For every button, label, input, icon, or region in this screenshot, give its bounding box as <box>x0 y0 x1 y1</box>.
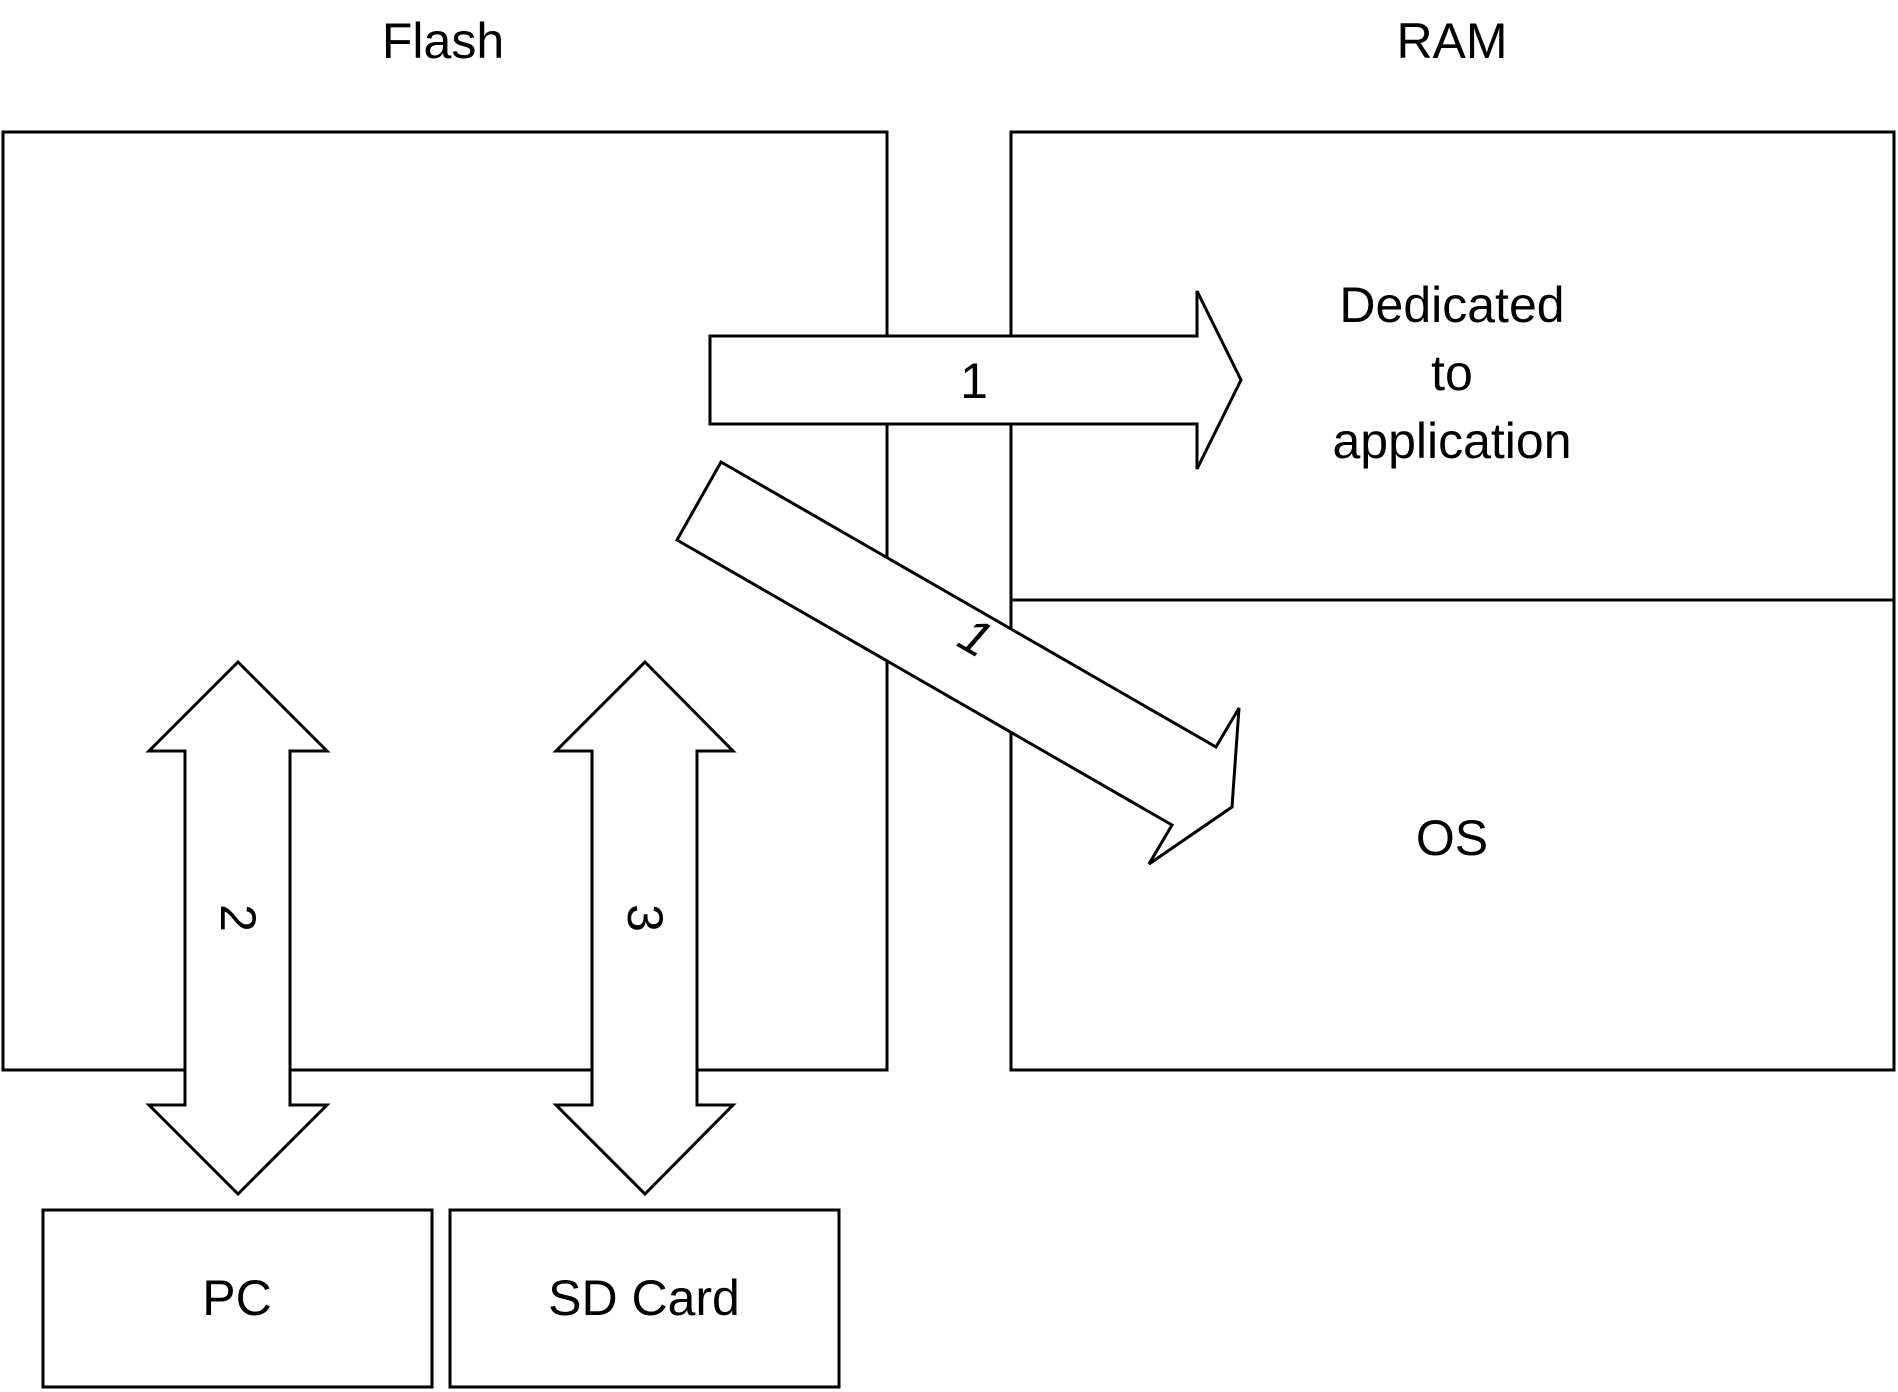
arrow-1-horizontal <box>708 290 1243 470</box>
arrow-3-bidirectional <box>552 659 737 1197</box>
arrow-3-label: 3 <box>617 904 673 932</box>
arrow-1-diagonal <box>674 459 1241 866</box>
arrow-2-label: 2 <box>210 904 266 932</box>
flash-title: Flash <box>382 13 504 69</box>
flash-box <box>1 130 889 1072</box>
ram-top-label-line1: Dedicated <box>1339 277 1564 333</box>
sd-card-box <box>448 1208 841 1389</box>
ram-top-label-line2: to <box>1431 345 1473 401</box>
sd-card-label: SD Card <box>548 1270 740 1326</box>
ram-bottom-label: OS <box>1416 810 1488 866</box>
pc-label: PC <box>202 1270 271 1326</box>
arrow-1-label: 1 <box>960 353 988 409</box>
ram-top-label-line3: application <box>1332 413 1571 469</box>
arrow-2-bidirectional <box>145 659 331 1197</box>
pc-box <box>41 1208 434 1389</box>
ram-title: RAM <box>1396 13 1507 69</box>
